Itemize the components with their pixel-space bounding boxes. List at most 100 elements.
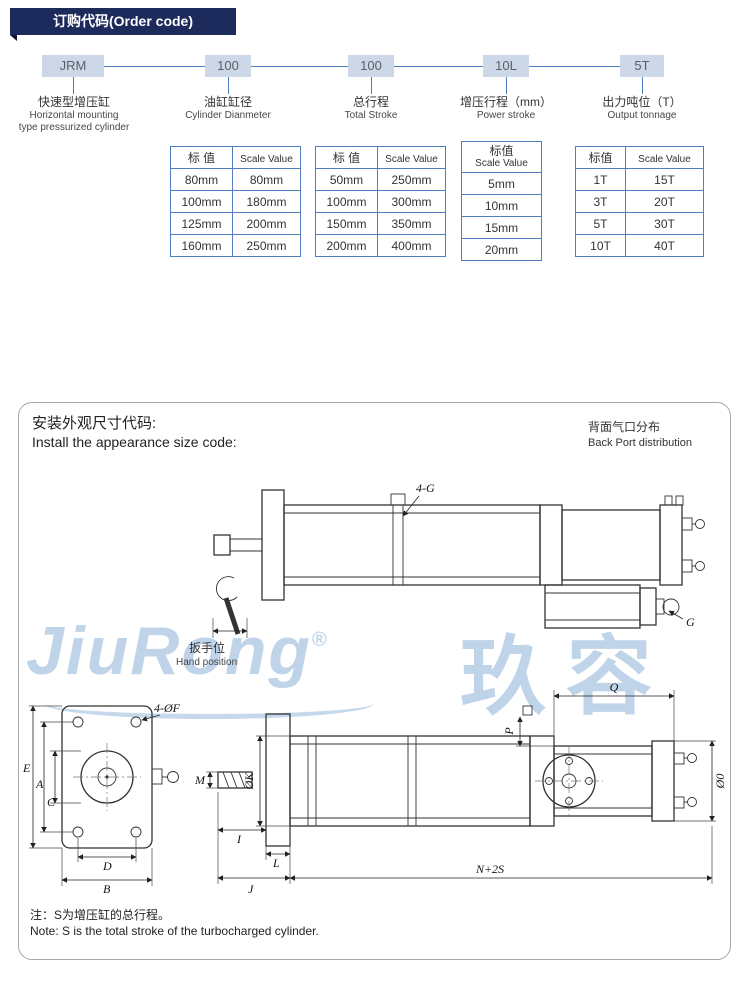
table-cell: 50mm — [315, 168, 378, 191]
segment-label-en: type pressurized cylinder — [18, 122, 130, 133]
code-box-series: JRM — [42, 55, 104, 77]
bolt-hole — [72, 826, 84, 838]
table-cell: 1T — [575, 168, 626, 191]
top-pin — [675, 495, 684, 506]
header-text: Scale Value — [385, 153, 438, 165]
booster-unit — [544, 584, 680, 629]
order-code-section-banner: 订购代码(Order code) — [10, 8, 236, 41]
center-dot — [105, 775, 109, 779]
segment-label-diameter: 油缸缸径 Cylinder Dianmeter — [163, 95, 293, 122]
port-fitting-bottom — [681, 559, 705, 573]
table-cell: 125mm — [170, 212, 233, 235]
end-cap — [659, 504, 683, 586]
drop-line — [506, 77, 507, 94]
dim-label-4-OF: 4-ØF — [154, 701, 181, 715]
segment-label-en: Power stroke — [476, 110, 536, 121]
table-header-cell: Scale Value — [377, 146, 446, 169]
segment-label-tonnage: 出力吨位（T） Output tonnage — [572, 95, 712, 122]
thread-hatch — [238, 771, 246, 789]
rod-nut — [213, 534, 231, 556]
header-text: 标值 — [588, 150, 613, 165]
booster-end-cap — [651, 740, 675, 822]
dimension-drawings: 4-G G 扳手位 Hand position — [22, 481, 727, 896]
back-port-label-en: Back Port distribution — [588, 437, 692, 449]
dim-label-4-G: 4-G — [416, 481, 435, 495]
code-box-stroke: 100 — [348, 55, 394, 77]
dim-label-I: I — [236, 832, 242, 846]
dim-label-Q: Q — [610, 680, 619, 694]
table-cell: 250mm — [377, 168, 446, 191]
leader-G — [668, 610, 684, 620]
leader-4-OF — [141, 714, 161, 722]
bolt-hole — [72, 716, 84, 728]
cylinder-body — [283, 504, 541, 586]
note-en: Note: S is the total stroke of the turbo… — [30, 924, 319, 938]
table-cell: 10mm — [461, 194, 542, 217]
table-cell: 100mm — [315, 190, 378, 213]
table-cell: 160mm — [170, 234, 233, 257]
table-cell: 80mm — [232, 168, 301, 191]
wrench-icon — [215, 576, 241, 635]
drop-line — [371, 77, 372, 94]
table-cell: 150mm — [315, 212, 378, 235]
segment-label-series: 快速型增压缸 Horizontal mounting type pressuri… — [8, 95, 140, 134]
segment-label-cn: 油缸缸径 — [203, 95, 252, 109]
segment-label-en: Output tonnage — [607, 110, 677, 121]
segment-label-en: Horizontal mounting — [29, 110, 119, 121]
segment-label-stroke: 总行程 Total Stroke — [306, 95, 436, 122]
header-text: 标 值 — [187, 150, 216, 165]
table-cell: 400mm — [377, 234, 446, 257]
segment-label-cn: 总行程 — [352, 95, 389, 109]
leader-4-G — [402, 495, 420, 517]
table-cell: 20mm — [461, 238, 542, 261]
table-cell: 200mm — [232, 212, 301, 235]
watermark-chinese: 玖容 — [460, 629, 672, 725]
header-text: Scale Value — [240, 153, 293, 165]
table-cell: 80mm — [170, 168, 233, 191]
segment-label-en: Total Stroke — [344, 110, 398, 121]
registered-mark: ® — [311, 629, 329, 651]
header-text: Scale Value — [638, 153, 691, 165]
table-cell: 40T — [625, 234, 704, 257]
table-header-cell: 标值 — [575, 146, 626, 169]
dim-label-E: E — [22, 761, 31, 775]
top-assembly-drawing: 4-G G 扳手位 Hand position — [176, 481, 705, 668]
port-block — [390, 493, 406, 506]
header-text: 标 值 — [332, 150, 361, 165]
dim-label-A: A — [35, 777, 44, 791]
banner-title: 订购代码(Order code) — [52, 13, 193, 29]
dim-label-J: J — [248, 882, 254, 896]
table-header-cell: 标值 Scale Value — [461, 141, 542, 173]
table-header-cell: 标 值 — [170, 146, 233, 169]
segment-label-cn: 快速型增压缸 — [37, 95, 110, 109]
code-box-diameter: 100 — [205, 55, 251, 77]
port-square — [522, 705, 533, 716]
bolt-hole — [130, 716, 142, 728]
dim-label-G: G — [686, 615, 695, 629]
power-stroke-table: 标值 Scale Value 5mm 10mm 15mm 20mm — [461, 141, 542, 261]
watermark-brand-text: JiuRong — [26, 613, 312, 689]
segment-label-power-stroke: 增压行程（mm） Power stroke — [436, 95, 576, 122]
dim-label-M: M — [194, 773, 206, 787]
top-pin — [664, 495, 673, 506]
dim-label-OK: ØK — [242, 772, 256, 791]
table-header-cell: Scale Value — [232, 146, 301, 169]
code-box-power-stroke: 10L — [483, 55, 529, 77]
bolt-hole — [130, 826, 142, 838]
table-cell: 250mm — [232, 234, 301, 257]
dim-label-B: B — [103, 882, 111, 896]
dim-label-O0: Ø0 — [713, 774, 727, 790]
hand-position-label-en: Hand position — [176, 657, 237, 668]
drop-line — [642, 77, 643, 94]
dim-label-D: D — [102, 859, 112, 873]
table-cell: 5mm — [461, 172, 542, 195]
table-cell: 20T — [625, 190, 704, 213]
table-header-cell: Scale Value — [625, 146, 704, 169]
rotated-port-face — [535, 747, 603, 815]
table-cell: 350mm — [377, 212, 446, 235]
dim-label-N2S: N+2S — [475, 862, 504, 876]
install-title-cn: 安装外观尺寸代码: — [32, 415, 157, 432]
